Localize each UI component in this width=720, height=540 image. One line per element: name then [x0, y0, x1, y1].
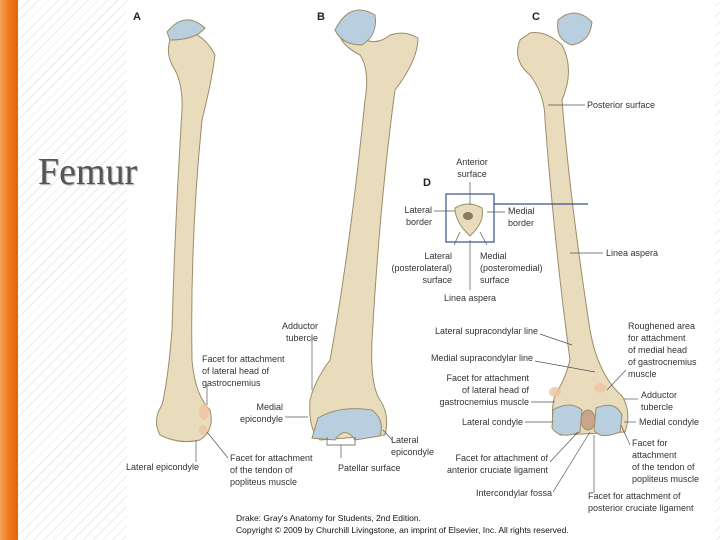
label-lateral-epicondyle-a: Lateral epicondyle: [126, 462, 200, 472]
label-lateral-border: Lateral border: [404, 205, 432, 227]
label-lateral-supracondylar-line: Lateral supracondylar line: [434, 326, 538, 336]
medial-condyle-shape: [593, 404, 623, 436]
credit-line-source: Drake: Gray's Anatomy for Students, 2nd …: [236, 513, 421, 523]
credit-line-copyright: Copyright © 2009 by Churchill Livingston…: [236, 525, 569, 535]
femoral-head-c: [557, 12, 593, 46]
accent-bar: [0, 0, 18, 540]
label-facet-popliteus-c: Facet for attachment of the tendon of po…: [632, 438, 700, 484]
panel-letter-c: C: [532, 11, 540, 23]
femur-b: [309, 29, 419, 441]
label-facet-acl: Facet for attachment of anterior cruciat…: [446, 453, 548, 475]
panel-letter-d: D: [423, 177, 431, 189]
label-medial-border: Medial border: [508, 206, 535, 228]
panel-letter-a: A: [133, 11, 141, 23]
label-intercondylar-fossa: Intercondylar fossa: [475, 488, 552, 498]
panel-letter-b: B: [317, 11, 325, 23]
label-patellar-surface: Patellar surface: [338, 463, 401, 473]
label-adductor-tubercle-c: Adductor tubercle: [641, 390, 678, 412]
lateral-condyle-shape: [551, 404, 583, 436]
intercondylar-fossa-shape: [580, 409, 596, 431]
label-medial-surface: Medial (posteromedial) surface: [480, 251, 543, 285]
femoral-head-a: [166, 19, 206, 41]
femoral-head-b: [334, 9, 376, 46]
label-medial-epicondyle: Medial epicondyle: [239, 402, 283, 424]
slide-title: Femur: [38, 151, 138, 193]
label-anterior-surface: Anterior surface: [456, 157, 488, 179]
label-facet-lateral-head-c: Facet for attachment of lateral head of …: [439, 373, 529, 407]
label-lateral-condyle: Lateral condyle: [461, 417, 523, 427]
femur-c: [517, 32, 629, 436]
cross-section: [454, 203, 483, 237]
label-linea-aspera-c: Linea aspera: [606, 248, 659, 258]
label-medial-condyle: Medial condyle: [639, 417, 700, 427]
label-adductor-tubercle-b: Adductor tubercle: [281, 321, 318, 343]
label-roughened-area: Roughened area for attachment of medial …: [628, 321, 697, 379]
figure-credit: Drake: Gray's Anatomy for Students, 2nd …: [236, 512, 569, 536]
label-facet-pcl: Facet for attachment of posterior crucia…: [588, 491, 694, 513]
label-medial-supracondylar-line: Medial supracondylar line: [430, 353, 533, 363]
femur-a: [156, 29, 216, 443]
label-lateral-epicondyle-b: Lateral epicondyle: [391, 435, 435, 457]
label-posterior-surface: Posterior surface: [587, 100, 656, 110]
label-facet-lateral-head-a: Facet for attachment of lateral head of …: [202, 354, 285, 388]
label-lateral-surface: Lateral (posterolateral) surface: [391, 251, 452, 285]
figure-panel: [127, 0, 715, 540]
label-linea-aspera-d: Linea aspera: [444, 293, 497, 303]
patellar-surface-shape: [311, 408, 382, 441]
label-facet-popliteus-a: Facet for attachment of the tendon of po…: [230, 453, 313, 487]
